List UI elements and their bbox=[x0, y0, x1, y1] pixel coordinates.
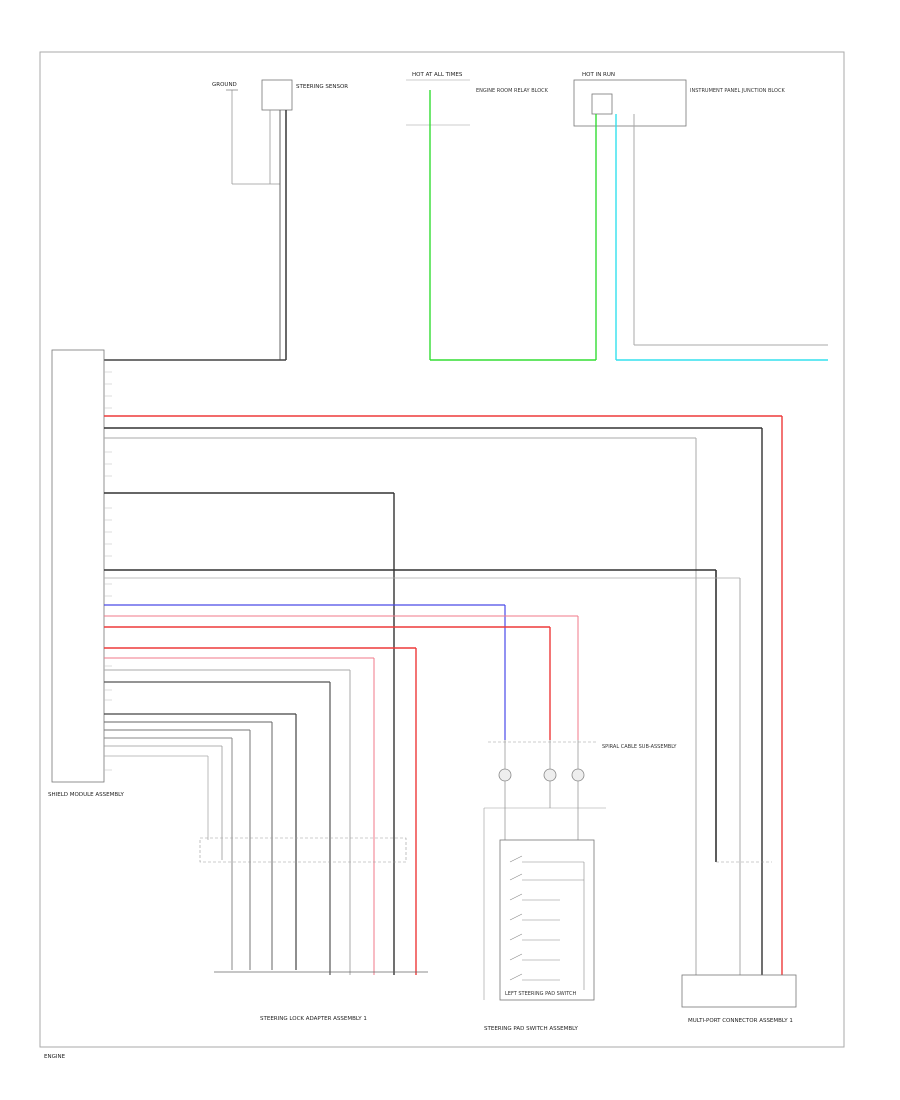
right-connector-label: MULTI-PORT CONNECTOR ASSEMBLY 1 bbox=[688, 1018, 793, 1024]
spiral-terminal-2 bbox=[543, 768, 557, 782]
right-connector-box bbox=[681, 974, 797, 1008]
gearshift-assembly-label: STEERING LOCK ADAPTER ASSEMBLY 1 bbox=[260, 1016, 367, 1022]
steering-sensor-label: STEERING SENSOR bbox=[296, 84, 348, 90]
top-left-sensor-group bbox=[226, 79, 293, 360]
fuse-block-1-desc: ENGINE ROOM RELAY BLOCK bbox=[476, 88, 549, 94]
switch-contacts bbox=[509, 855, 585, 990]
spiral-terminal-1 bbox=[498, 768, 512, 782]
control-module-box bbox=[51, 349, 105, 783]
ground-label: GROUND bbox=[212, 82, 237, 88]
control-module-label: SHIELD MODULE ASSEMBLY bbox=[48, 792, 124, 798]
lower-bundle-wires bbox=[104, 713, 297, 970]
footer-code: ENGINE bbox=[44, 1054, 66, 1060]
fuse-block-2-desc: INSTRUMENT PANEL JUNCTION BLOCK bbox=[690, 88, 785, 94]
left-steering-switch-label: LEFT STEERING PAD SWITCH bbox=[505, 991, 576, 997]
steering-pad-switch-box bbox=[499, 839, 595, 1001]
steering-sensor-box bbox=[261, 79, 293, 111]
module-pin-ticks bbox=[104, 371, 112, 771]
fuse-block-2-title: HOT IN RUN bbox=[582, 72, 615, 78]
spiral-terminal-3 bbox=[571, 768, 585, 782]
diagram-frame bbox=[39, 51, 845, 1048]
gear-connector-dashed bbox=[199, 837, 407, 863]
fuse-block-2 bbox=[573, 79, 687, 360]
fuse-block-1 bbox=[406, 79, 470, 360]
spiral-cable-label: SPIRAL CABLE SUB-ASSEMBLY bbox=[602, 744, 677, 750]
fuse-block-1-title: HOT AT ALL TIMES bbox=[412, 72, 463, 78]
steering-pad-switch-label: STEERING PAD SWITCH ASSEMBLY bbox=[484, 1026, 578, 1032]
